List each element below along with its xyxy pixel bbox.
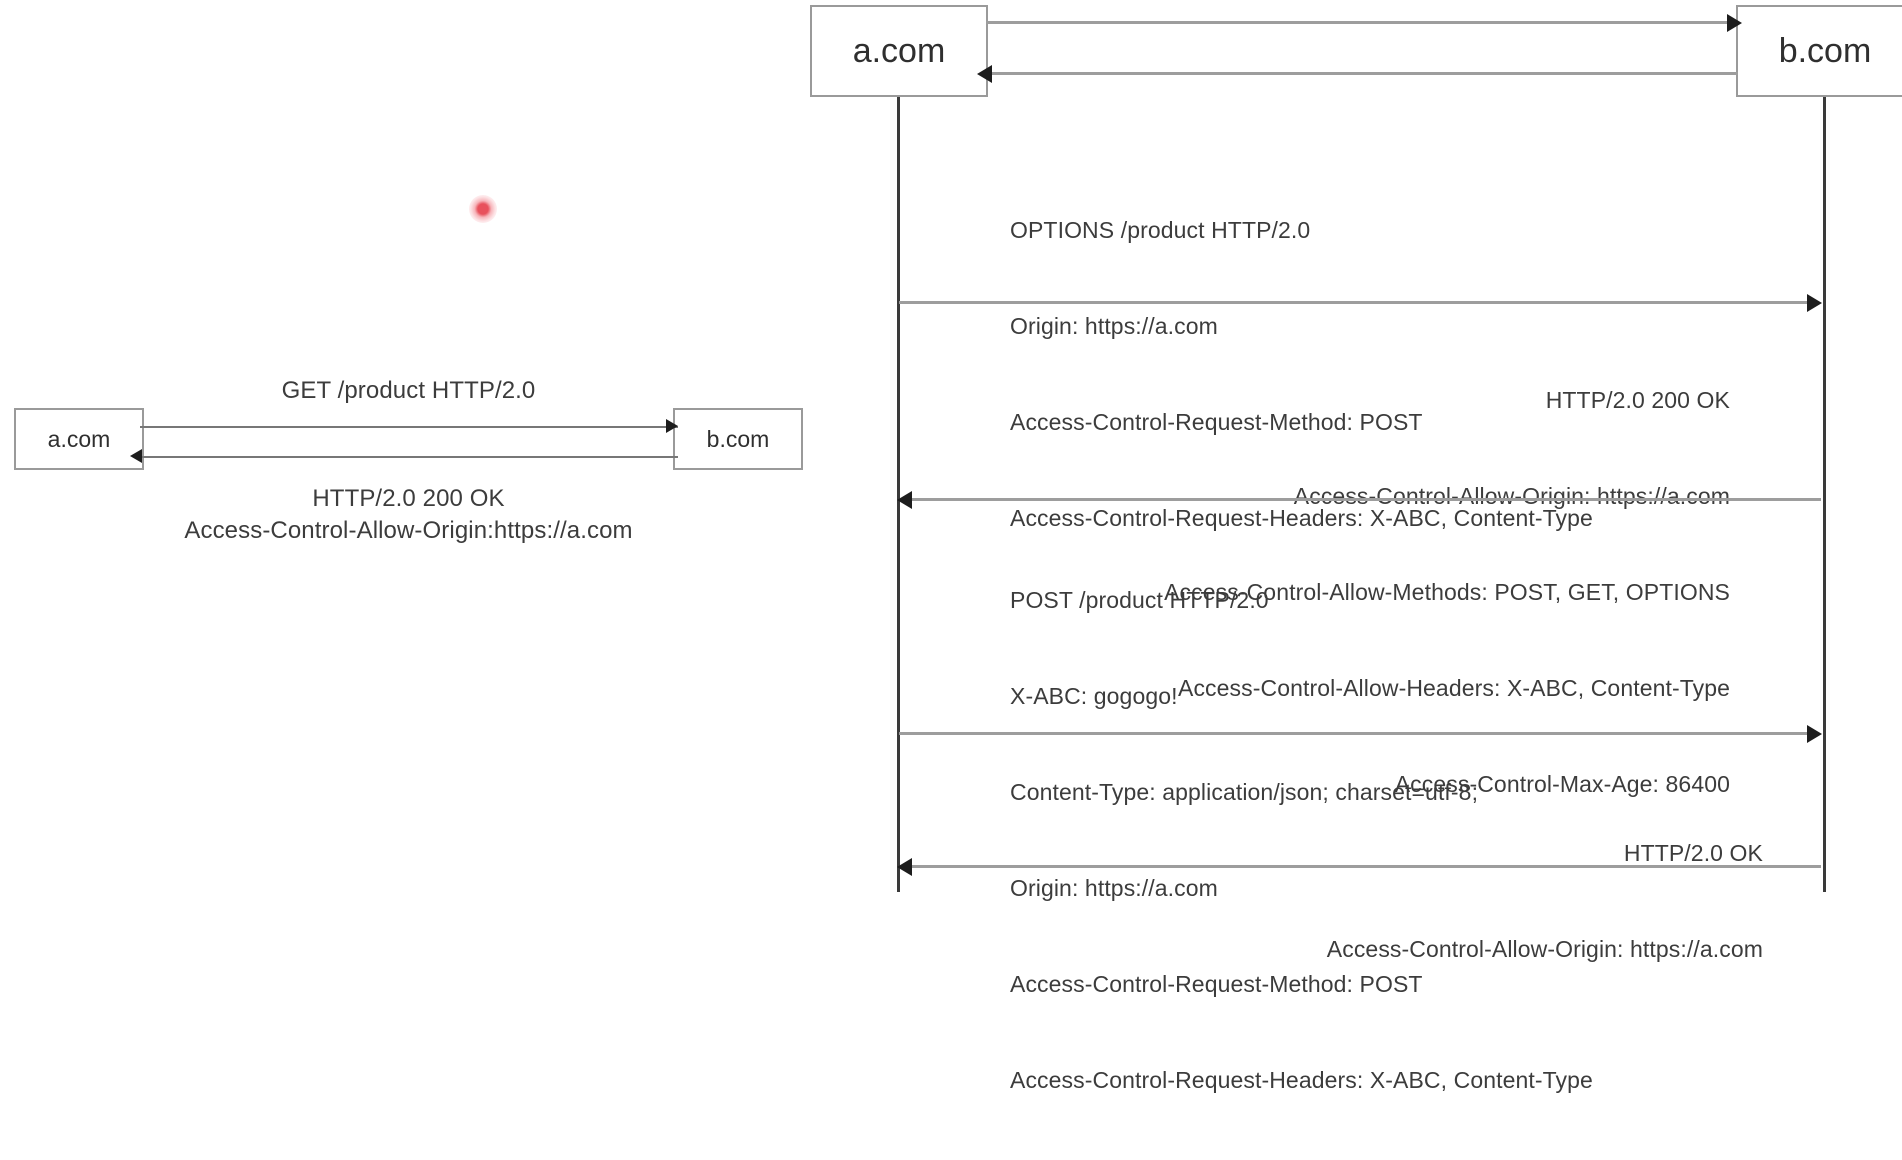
lifeline-b-com: [1823, 97, 1826, 892]
preflight-response-arrowhead: [897, 491, 912, 509]
simple-response-arrowhead: [130, 449, 142, 463]
message-line: Access-Control-Request-Method: POST: [1010, 409, 1423, 435]
message-line: Access-Control-Allow-Origin: https://a.c…: [1326, 936, 1763, 962]
message-line: Access-Control-Max-Age: 86400: [1394, 771, 1730, 797]
post-actual-arrowhead: [1807, 725, 1822, 743]
top-connector-response-arrowhead: [977, 65, 992, 83]
simple-node-b-com: b.com: [673, 408, 803, 470]
simple-node-a-com-label: a.com: [47, 425, 111, 452]
message-line: Access-Control-Request-Headers: X-ABC, C…: [1010, 505, 1593, 531]
message-line: X-ABC: gogogo!: [1010, 683, 1178, 709]
simple-request-arrowhead: [666, 419, 678, 433]
simple-request-diagram: a.com b.com GET /product HTTP/2.0 HTTP/2…: [0, 0, 820, 560]
simple-request-label: GET /product HTTP/2.0: [281, 377, 536, 404]
post-response-arrowhead: [897, 858, 912, 876]
simple-request-arrow-line: [140, 426, 678, 428]
message-line: Content-Type: application/json; charset=…: [1010, 779, 1479, 805]
post-actual-arrow-line: [899, 732, 1817, 735]
simple-response-status-label: HTTP/2.0 200 OK: [312, 485, 505, 512]
message-line: Access-Control-Request-Headers: X-ABC, C…: [1010, 1067, 1593, 1093]
message-preflight-response: HTTP/2.0 200 OK Access-Control-Allow-Ori…: [903, 320, 1730, 864]
message-line: Origin: https://a.com: [1010, 313, 1218, 339]
simple-node-a-com: a.com: [14, 408, 144, 470]
preflight-node-a-com: a.com: [810, 5, 988, 97]
preflight-node-b-com: b.com: [1736, 5, 1902, 97]
message-line: Access-Control-Allow-Methods: POST, GET,…: [1164, 579, 1730, 605]
message-post-response: HTTP/2.0 OK Access-Control-Allow-Origin:…: [903, 773, 1763, 1029]
top-connector-response-line: [988, 72, 1738, 75]
simple-response-arrow-line: [140, 456, 678, 458]
options-preflight-arrow-line: [899, 301, 1817, 304]
simple-node-b-com-label: b.com: [706, 425, 770, 452]
message-line: Access-Control-Allow-Headers: X-ABC, Con…: [1178, 675, 1730, 701]
preflight-request-diagram: a.com b.com OPTIONS /product HTTP/2.0 Or…: [810, 5, 1902, 1093]
preflight-node-b-com-label: b.com: [1778, 31, 1872, 70]
post-response-arrow-line: [908, 865, 1821, 868]
message-line: POST /product HTTP/2.0: [1010, 587, 1269, 613]
message-line: OPTIONS /product HTTP/2.0: [1010, 217, 1311, 243]
message-line: Access-Control-Allow-Origin: https://a.c…: [1293, 483, 1730, 509]
simple-response-header-label: Access-Control-Allow-Origin:https://a.co…: [184, 517, 633, 544]
message-options-preflight: OPTIONS /product HTTP/2.0 Origin: https:…: [1010, 150, 1593, 598]
top-connector-request-line: [986, 21, 1738, 24]
click-marker-icon: [469, 195, 497, 223]
options-preflight-arrowhead: [1807, 294, 1822, 312]
message-line: HTTP/2.0 OK: [1623, 840, 1763, 866]
preflight-node-a-com-label: a.com: [852, 31, 946, 70]
message-line: HTTP/2.0 200 OK: [1545, 387, 1730, 413]
preflight-response-arrow-line: [908, 498, 1821, 501]
top-connector-request-arrowhead: [1727, 14, 1742, 32]
